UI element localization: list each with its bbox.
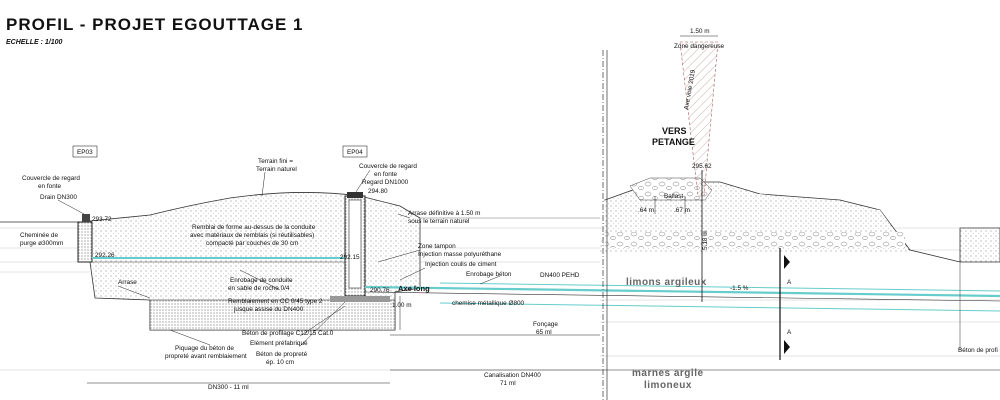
label-vers-2: PETANGE <box>652 137 695 147</box>
label-remblai-1: Remblai de forme au-dessus de la conduit… <box>192 224 316 231</box>
label-terrain-fini-1: Terrain fini = <box>258 158 293 165</box>
label-piquage-1: Piquage du béton de <box>175 345 234 352</box>
label-dim-67: .67 m <box>674 207 690 214</box>
label-couvercle-mid-3: Regard DN1000 <box>362 179 409 186</box>
tag-ep03-box <box>72 145 98 158</box>
label-marnes-2: limoneux <box>644 380 692 391</box>
label-beton-proprete-2: ép. 10 cm <box>266 359 294 366</box>
label-remblai-2: avec matériaux de remblais (si réutilisa… <box>190 232 314 239</box>
label-beton-profilage: Béton de profilage C12/15 Cat.0 <box>242 330 334 337</box>
label-zone-tampon-2: Injection masse polyuréthane <box>418 251 502 258</box>
label-element-pref: Elément préfabriqué <box>250 340 308 347</box>
label-dim-150: 1.50 m <box>690 28 710 35</box>
label-elev-292-26: 292.26 <box>95 252 115 259</box>
tag-ep04: EP04 <box>347 149 363 156</box>
label-dim-64: .64 m <box>638 207 654 214</box>
label-injection: Injection coulis de ciment <box>425 261 497 268</box>
tag-ep03: EP03 <box>77 149 93 156</box>
label-cheminee-2: purge ø300mm <box>20 240 63 247</box>
label-ballast: Ballast <box>664 193 683 200</box>
label-elev-293: 293.72 <box>92 216 112 223</box>
ballast <box>629 177 713 201</box>
label-couvercle-left-2: en fonte <box>38 183 62 190</box>
label-remblaiement-1: Remblaiement en CC 0/45 type 2 <box>228 298 323 305</box>
tag-ep04-box <box>342 145 368 158</box>
label-slope: -1.5 % <box>730 285 749 292</box>
label-drain: Drain DN300 <box>40 194 77 201</box>
label-remblaiement-2: jusque assise du DN400 <box>233 306 304 313</box>
label-canal-1: Canalisation DN400 <box>484 372 541 379</box>
axis-lines <box>602 50 961 400</box>
label-foncage-1: Fonçage <box>533 321 558 328</box>
label-zone-tampon-1: Zone tampon <box>418 243 456 250</box>
section-arrow-top <box>784 255 790 269</box>
label-limons: limons argileux <box>626 277 707 288</box>
label-beton-proprete-1: Béton de propreté <box>256 351 308 358</box>
label-arrase: Arrase <box>118 279 137 286</box>
label-marnes-1: marnes argile <box>632 368 704 379</box>
label-section-a2: A <box>787 329 792 336</box>
label-piquage-2: propreté avant remblaiement <box>165 353 247 360</box>
label-cheminee-1: Cheminée de <box>20 232 58 239</box>
precast-element <box>330 296 390 302</box>
pipes <box>92 257 1000 312</box>
concrete-bed <box>149 299 396 331</box>
label-elev-290-76: 290.76 <box>370 287 390 294</box>
page-title: PROFIL - PROJET EGOUTTAGE 1 <box>6 15 303 34</box>
dimension-lines <box>87 35 1000 384</box>
label-vers-1: VERS <box>662 126 687 136</box>
label-couvercle-mid-2: en fonte <box>374 171 398 178</box>
label-section-a1: A <box>787 279 792 286</box>
label-dim-100: 1.00 m <box>392 302 412 309</box>
label-arrase-def-1: Arrase définitive à 1.50 m <box>408 210 480 217</box>
label-enrobage-beton: Enrobage béton <box>466 271 512 278</box>
label-elev-292-15: 292.15 <box>340 254 360 261</box>
label-couvercle-left-1: Couvercle de regard <box>22 175 80 182</box>
label-dim-518: 5.18 m <box>702 230 709 250</box>
label-zone-dang: Zone dangereuse <box>674 43 725 50</box>
chamber-ep04-cover <box>347 192 363 198</box>
label-canal-2: 71 ml <box>500 380 516 387</box>
label-elev-294-80: 294.80 <box>368 188 388 195</box>
label-foncage-2: 65 ml <box>536 329 552 336</box>
label-axe-long: Axe long <box>398 284 430 293</box>
leader-lines <box>57 169 501 347</box>
danger-zone <box>679 41 719 197</box>
label-chemise: chemise métallique Ø800 <box>452 300 525 307</box>
scale-label: ECHELLE : 1/100 <box>6 39 63 46</box>
label-dn300: DN300 - 11 ml <box>208 384 249 391</box>
label-arrase-def-2: sous le terrain naturel <box>408 218 469 225</box>
label-enrobage-2: en sable de roche 0/4 <box>228 285 290 292</box>
section-arrow-bottom <box>784 340 790 354</box>
gravel-layer <box>605 232 905 248</box>
label-remblai-3: compacté par couches de 30 cm <box>206 240 298 247</box>
label-dn400-pehd: DN400 PEHD <box>540 272 580 279</box>
label-enrobage-1: Enrobage de conduite <box>230 277 293 284</box>
label-terrain-fini-2: Terrain naturel <box>256 166 297 173</box>
chamber-ep03 <box>77 221 93 263</box>
label-elev-295-62: 295.62 <box>692 163 712 170</box>
chamber-ep03-cover <box>82 214 90 222</box>
label-beton-right: Béton de profi <box>958 347 998 354</box>
label-couvercle-mid-1: Couvercle de regard <box>359 163 417 170</box>
